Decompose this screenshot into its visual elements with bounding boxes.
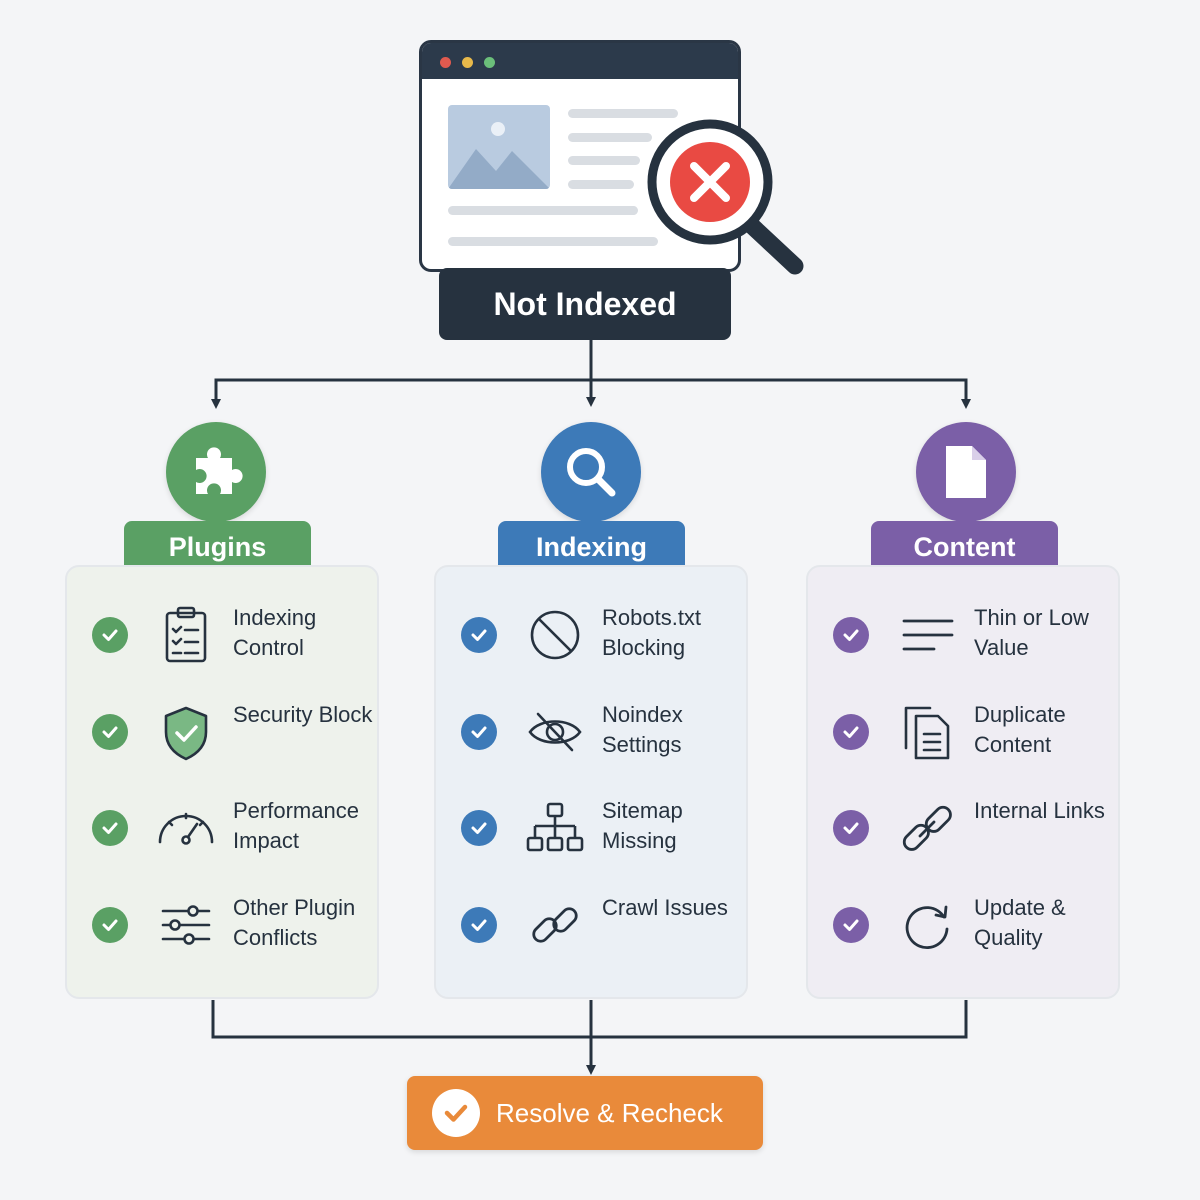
magnifier-error-icon [647,119,804,275]
check-icon [92,907,128,943]
list-item: Security Block [67,702,381,804]
check-icon [92,617,128,653]
check-circle-icon [432,1089,480,1137]
resolve-recheck-button[interactable]: Resolve & Recheck [407,1076,763,1150]
item-label: Security Block [233,702,373,727]
browser-titlebar [422,43,738,79]
text-line [568,109,678,118]
list-item: Other Plugin Conflicts [67,895,381,997]
text-line [568,156,640,165]
check-icon [461,617,497,653]
sitemap-icon [526,802,584,852]
item-label: Duplicate Content [974,702,1066,757]
window-dot-green [484,57,495,68]
item-label: Indexing Control [233,605,317,660]
item-label: Thin or Low Value [974,605,1089,660]
duplicate-icon [904,706,950,760]
content-card: Thin or Low Value Duplicate Content Inte… [806,565,1120,999]
list-item: Sitemap Missing [436,798,750,900]
document-icon [946,446,986,498]
gauge-icon [158,812,214,845]
check-icon [833,714,869,750]
refresh-icon [905,905,949,949]
not-indexed-label: Not Indexed [439,268,731,340]
content-circle [916,422,1016,522]
check-icon [461,714,497,750]
list-item: Robots.txt Blocking [436,605,750,707]
indexing-card: Robots.txt Blocking Noindex Settings [434,565,748,999]
text-line [448,237,658,246]
chain-link-icon [902,805,952,851]
list-item: Internal Links [808,798,1122,900]
check-icon [833,617,869,653]
item-label: Other Plugin Conflicts [233,895,356,950]
resolve-recheck-label: Resolve & Recheck [496,1097,723,1128]
image-placeholder-icon [448,105,550,189]
item-label: Internal Links [974,798,1105,823]
check-icon [461,810,497,846]
content-pill: Content [871,521,1058,573]
plugins-card: Indexing Control Security Block Performa… [65,565,379,999]
text-line [568,180,634,189]
indexing-pill: Indexing [498,521,685,573]
plugins-circle [166,422,266,522]
check-icon [833,810,869,846]
text-line [448,206,638,215]
list-item: Noindex Settings [436,702,750,804]
check-icon [461,907,497,943]
window-dot-red [440,57,451,68]
check-icon [833,907,869,943]
item-label: Update & Quality [974,895,1066,950]
plugins-pill: Plugins [124,521,311,573]
puzzle-icon [196,447,243,494]
item-label: Noindex Settings [602,702,683,757]
check-icon [92,810,128,846]
text-lines-icon [902,619,954,651]
item-label: Robots.txt Blocking [602,605,702,660]
blocked-icon [530,610,580,660]
shield-check-icon [164,706,208,761]
eye-off-icon [528,712,582,752]
clipboard-checklist-icon [165,606,207,663]
list-item: Performance Impact [67,798,381,900]
list-item: Duplicate Content [808,702,1122,804]
indexing-circle [541,422,641,522]
text-line [568,133,652,142]
list-item: Update & Quality [808,895,1122,997]
item-label: Crawl Issues [602,895,728,920]
link-icon [532,907,578,943]
item-label: Sitemap Missing [602,798,683,853]
search-icon [567,448,616,497]
list-item: Indexing Control [67,605,381,707]
sliders-icon [161,905,211,945]
list-item: Crawl Issues [436,895,750,997]
check-icon [92,714,128,750]
item-label: Performance Impact [233,798,359,853]
list-item: Thin or Low Value [808,605,1122,707]
window-dot-yellow [462,57,473,68]
